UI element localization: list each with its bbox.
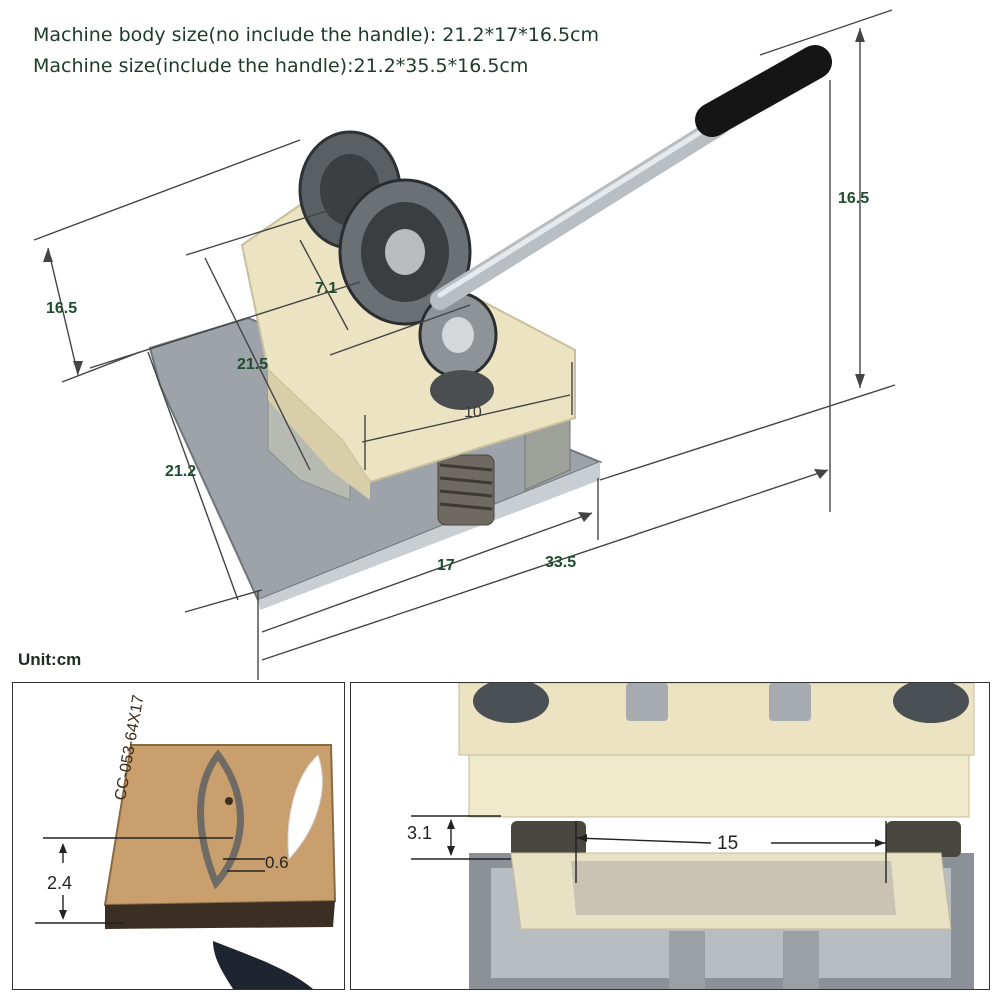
machine-full-size-text: Machine size(include the handle):21.2*35… (33, 55, 529, 77)
dim-base-width: 17 (437, 557, 455, 574)
spring-left (511, 821, 586, 857)
press-illustration (411, 683, 975, 989)
unit-label: Unit:cm (18, 650, 82, 669)
plate-width-label: 15 (717, 833, 739, 854)
gap-height-label: 3.1 (407, 823, 433, 843)
steel-cutting-plate (571, 861, 896, 915)
dim-total-width: 33.5 (545, 554, 577, 571)
spring-right (886, 821, 961, 857)
clamp-left (626, 683, 668, 721)
lower-bearing (430, 370, 494, 410)
handle-grip (695, 45, 832, 137)
bearing-small (418, 291, 498, 379)
press-photo-panel: 3.1 15 (350, 682, 990, 990)
die-photo-panel: CC-053-64X17 2.4 0.6 (12, 682, 345, 990)
die-blade-gap-label: 0.6 (265, 853, 289, 872)
die-illustration: CC-053-64X17 (35, 694, 337, 989)
dim-height-left: 16.5 (46, 300, 78, 317)
clip-right (783, 931, 819, 989)
machine-body-size-text: Machine body size(no include the handle)… (33, 24, 600, 46)
feather-cutout (287, 754, 323, 861)
dim-roller-width: 7.1 (315, 280, 338, 297)
handle-shaft (430, 115, 730, 310)
die-blade (197, 749, 244, 890)
top-bearing-right (893, 683, 969, 723)
dim-body-depth: 21.5 (237, 356, 269, 373)
dim-top-width: 10 (464, 404, 482, 421)
bearing-front (338, 178, 472, 326)
clip-left (669, 931, 705, 989)
cream-body-side (268, 370, 370, 500)
clamp-right (769, 683, 811, 721)
base-plate-edge (258, 462, 600, 610)
die-thickness-label: 2.4 (47, 873, 73, 893)
dim-base-depth: 21.2 (165, 463, 197, 480)
machine-illustration (33, 9, 896, 680)
dim-total-height: 16.5 (838, 190, 870, 207)
cream-top-plate (468, 754, 970, 818)
top-bearing-left (473, 683, 549, 723)
wood-block-edge (105, 901, 335, 929)
leather-piece (213, 941, 313, 989)
